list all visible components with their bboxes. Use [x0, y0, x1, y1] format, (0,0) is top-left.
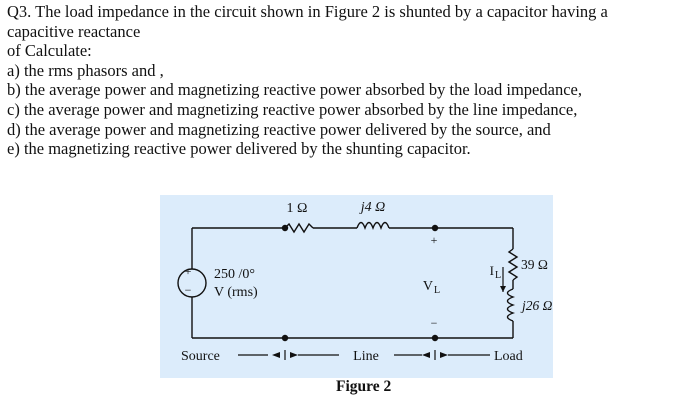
- circuit-figure: 1 Ω j4 Ω + − 250 /0° V (rms) + − V L I L…: [160, 195, 553, 378]
- load-current-subscript: L: [495, 270, 501, 281]
- source-arrow-right: [272, 352, 280, 358]
- figure-caption: Figure 2: [336, 378, 392, 395]
- question-part-c: c) the average power and magnetizing rea…: [7, 99, 578, 119]
- terminal-dot-bottom-right: [431, 334, 439, 342]
- terminal-dot-bottom-left: [281, 334, 289, 342]
- load-voltage-plus: +: [431, 233, 438, 247]
- load-section-label: Load: [494, 349, 523, 364]
- source-section-label: Source: [181, 349, 220, 364]
- circuit-diagram: 1 Ω j4 Ω + − 250 /0° V (rms) + − V L I L…: [177, 200, 553, 364]
- line-reactance-label: j4 Ω: [359, 200, 386, 215]
- terminal-dot-top-left: [281, 224, 289, 232]
- load-arrow-left: [440, 352, 448, 358]
- source-plus-sign: +: [185, 264, 192, 278]
- question-part-b: b) the average power and magnetizing rea…: [7, 80, 582, 100]
- current-arrow-head: [500, 286, 506, 292]
- voltage-source-icon: [177, 268, 207, 298]
- question-part-e: e) the magnetizing reactive power delive…: [7, 139, 471, 159]
- line-section-label: Line: [353, 349, 379, 364]
- source-unit-label: V (rms): [214, 285, 258, 300]
- terminal-dot-top-right: [431, 224, 439, 232]
- load-current-label: I: [490, 263, 494, 278]
- load-voltage-label: V: [423, 279, 433, 294]
- question-text: Q3. The load impedance in the circuit sh…: [7, 2, 695, 159]
- load-voltage-minus: −: [431, 316, 438, 330]
- question-line-1: Q3. The load impedance in the circuit sh…: [7, 2, 608, 21]
- load-resistor: [507, 248, 519, 281]
- question-part-a: a) the rms phasors and ,: [7, 60, 164, 80]
- question-line-3: of Calculate:: [7, 41, 92, 61]
- load-resistance-label: 39 Ω: [521, 257, 548, 272]
- line-arrow-right: [422, 352, 430, 358]
- line-arrow-left: [290, 352, 298, 358]
- line-resistor: [284, 222, 314, 234]
- line-inductor: [356, 221, 390, 231]
- load-voltage-subscript: L: [434, 285, 440, 296]
- question-part-d: d) the average power and magnetizing rea…: [7, 119, 551, 139]
- question-line-2: capacitive reactance: [7, 21, 141, 41]
- line-resistance-label: 1 Ω: [287, 201, 308, 216]
- load-reactance-label: j26 Ω: [520, 298, 553, 313]
- source-minus-sign: −: [185, 283, 192, 297]
- source-value-label: 250 /0°: [214, 267, 255, 282]
- load-inductor: [506, 288, 516, 322]
